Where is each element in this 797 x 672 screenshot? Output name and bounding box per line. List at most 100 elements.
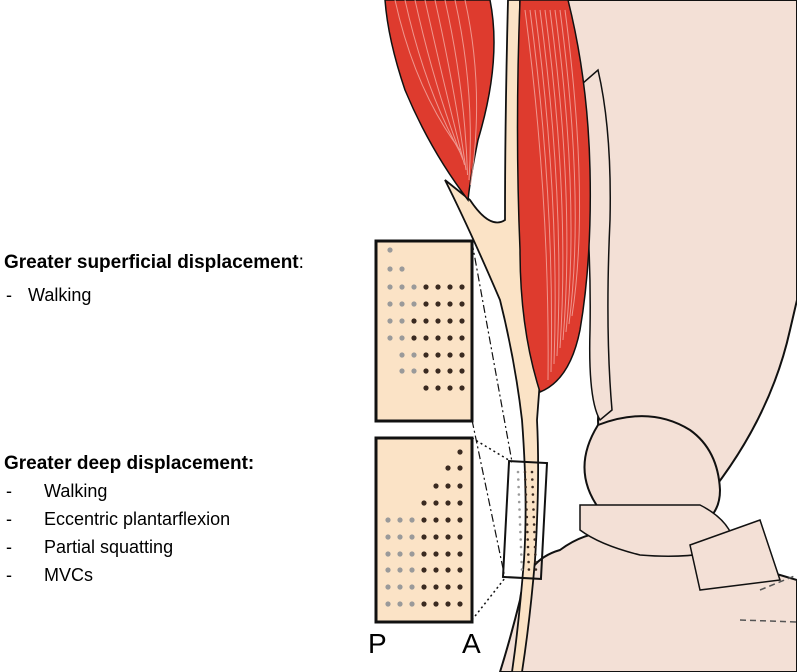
muscle-fiber <box>564 9 581 317</box>
tracking-dot <box>445 465 451 471</box>
tracking-dot <box>385 551 391 557</box>
tracking-dot <box>435 385 441 391</box>
roi-dot <box>534 560 537 564</box>
tracking-dot <box>411 335 417 341</box>
roi-dot <box>520 568 524 571</box>
muscle-fibers <box>394 0 581 381</box>
connector-dotted-bottom <box>471 577 506 621</box>
tracking-dot <box>399 352 405 358</box>
roi-dots <box>516 470 538 571</box>
tracking-dot <box>387 335 393 341</box>
list-dash: - <box>6 285 12 305</box>
tracking-dot <box>397 551 403 557</box>
tracking-dot <box>445 500 451 506</box>
tracking-dot <box>435 301 441 307</box>
tracking-dot <box>445 551 451 557</box>
deep-inset-dots <box>385 449 463 607</box>
tracking-dot <box>385 601 391 607</box>
list-dash: - <box>6 565 12 585</box>
tracking-dot <box>457 483 463 489</box>
tracking-dot <box>421 584 427 590</box>
roi-dot <box>523 470 527 474</box>
tracking-dot <box>457 517 463 523</box>
roi-dot <box>530 470 534 474</box>
deep-item: - MVCs <box>6 565 93 586</box>
tracking-dot <box>409 567 415 573</box>
tracking-dot <box>445 517 451 523</box>
muscle-fiber <box>524 9 549 381</box>
deep-item-label: Eccentric plantarflexion <box>44 509 231 529</box>
tracking-dot <box>433 601 439 607</box>
muscle-fiber <box>394 0 461 151</box>
midfoot-bone <box>689 519 782 591</box>
tracking-dot <box>435 284 441 290</box>
tracking-dot <box>399 266 405 272</box>
roi-dot <box>532 508 535 511</box>
roi-dot <box>526 538 529 541</box>
tracking-dot <box>409 534 415 540</box>
superficial-heading-text: Greater superficial displacement <box>4 252 299 273</box>
muscle-fiber <box>534 9 556 365</box>
tracking-dot <box>457 567 463 573</box>
tracking-dot <box>459 284 465 290</box>
roi-dot <box>525 508 528 511</box>
tracking-dot <box>421 601 427 607</box>
deep-item: - Walking <box>6 481 107 502</box>
roi-dot <box>517 500 521 504</box>
tracking-dot <box>457 449 463 455</box>
tracking-dot <box>423 318 429 324</box>
tracking-dot <box>459 301 465 307</box>
roi-dot <box>517 478 520 481</box>
roi-dot <box>519 530 522 534</box>
tracking-dot <box>421 534 427 540</box>
roi-dot <box>517 493 521 496</box>
tracking-dot <box>459 318 465 324</box>
list-dash: - <box>6 481 12 501</box>
deep-item-label: Walking <box>44 481 108 501</box>
roi-dot <box>524 493 528 496</box>
superficial-inset-dots <box>387 247 465 391</box>
roi-dot <box>526 530 529 534</box>
roi-dot <box>534 568 538 571</box>
roi-dot <box>527 553 530 556</box>
roi-dot <box>533 530 536 534</box>
superficial-heading-colon: : <box>298 252 304 273</box>
tracking-dot <box>399 368 405 374</box>
roi-dot <box>518 523 522 526</box>
tracking-dot <box>411 301 417 307</box>
tracking-dot <box>387 301 393 307</box>
deep-item-label: MVCs <box>44 565 93 585</box>
tracking-dot <box>457 500 463 506</box>
tracking-dot <box>421 517 427 523</box>
roi-dot <box>519 545 523 549</box>
deep-inset-box <box>374 436 474 624</box>
roi-dot <box>527 568 531 571</box>
superficial-heading: Greater superficial displacement: <box>4 252 304 274</box>
tracking-dot <box>457 584 463 590</box>
tracking-dot <box>411 352 417 358</box>
muscle-fiber <box>434 0 467 171</box>
roi-dot <box>525 515 529 519</box>
muscle-fiber <box>464 0 478 186</box>
list-dash: - <box>6 537 12 557</box>
roi-dot <box>531 478 534 481</box>
roi-dot <box>520 560 523 564</box>
deep-item: - Eccentric plantarflexion <box>6 509 230 530</box>
foot-dashed-outline <box>739 574 797 623</box>
tracking-dot <box>447 385 453 391</box>
tracking-dot <box>411 368 417 374</box>
roi-dot <box>525 523 529 526</box>
superficial-item-label: Walking <box>28 285 92 305</box>
superficial-item: - Walking <box>6 285 91 306</box>
tracking-dot <box>409 517 415 523</box>
tracking-dot <box>423 335 429 341</box>
tracking-dot <box>423 301 429 307</box>
connector-dashdot-top <box>471 241 513 463</box>
tracking-dot <box>459 385 465 391</box>
tracking-dot <box>457 534 463 540</box>
tracking-dot <box>459 352 465 358</box>
tracking-dot <box>433 584 439 590</box>
tracking-dot <box>435 335 441 341</box>
tracking-dot <box>447 368 453 374</box>
